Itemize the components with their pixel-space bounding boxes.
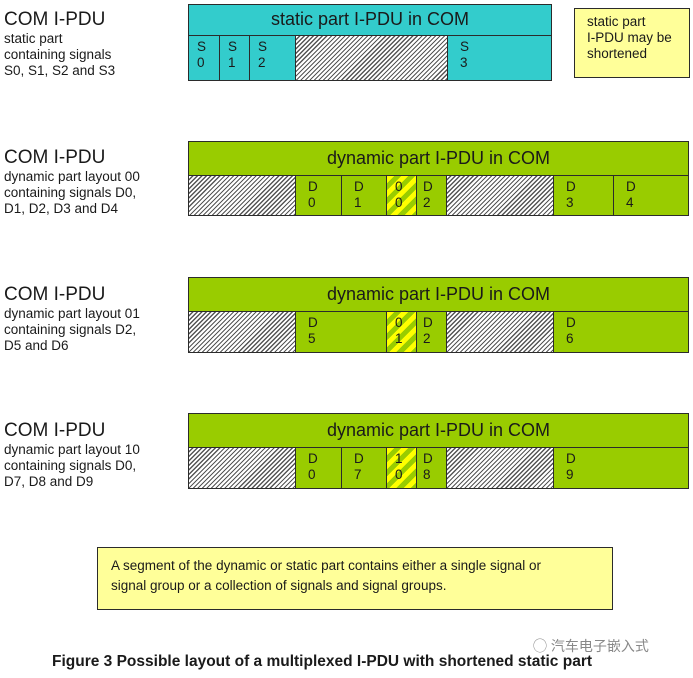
label-line: D1, D2, D3 and D4 xyxy=(4,201,119,216)
label-title: COM I-PDU xyxy=(4,147,106,168)
label-line: D7, D8 and D9 xyxy=(4,474,94,489)
dynamic-pdu-header: dynamic part I-PDU in COM xyxy=(189,278,688,312)
dynamic-row-10-label: COM I-PDU dynamic part layout 10 contain… xyxy=(4,420,140,490)
watermark: ◯ 汽车电子嵌入式 xyxy=(533,638,649,654)
unused-hatched-cell xyxy=(189,448,295,488)
dynamic-pdu-header: dynamic part I-PDU in COM xyxy=(189,414,688,448)
label-line: D5 and D6 xyxy=(4,338,69,353)
label-title: COM I-PDU xyxy=(4,420,106,441)
wechat-icon: ◯ xyxy=(533,638,547,654)
dynamic-row-00-label: COM I-PDU dynamic part layout 00 contain… xyxy=(4,147,140,217)
unused-hatched-cell xyxy=(446,312,553,352)
label-line: containing signals D0, xyxy=(4,185,137,200)
unused-hatched-cell xyxy=(446,448,553,488)
unused-hatched-cell xyxy=(295,36,447,80)
static-row-label: COM I-PDU static part containing signals… xyxy=(4,9,115,79)
label-title: COM I-PDU xyxy=(4,284,106,305)
label-line: S0, S1, S2 and S3 xyxy=(4,63,116,78)
dynamic-row-01-label: COM I-PDU dynamic part layout 01 contain… xyxy=(4,284,140,354)
label-line: dynamic part layout 00 xyxy=(4,169,140,184)
unused-hatched-cell xyxy=(189,176,295,215)
figure-caption: Figure 3 Possible layout of a multiplexe… xyxy=(52,653,593,670)
dynamic-pdu-header: dynamic part I-PDU in COM xyxy=(189,142,688,176)
label-line: containing signals xyxy=(4,47,112,62)
label-line: dynamic part layout 01 xyxy=(4,306,140,321)
segment-note: A segment of the dynamic or static part … xyxy=(97,547,613,610)
label-line: containing signals D0, xyxy=(4,458,137,473)
unused-hatched-cell xyxy=(446,176,553,215)
label-line: dynamic part layout 10 xyxy=(4,442,140,457)
static-pdu-header: static part I-PDU in COM xyxy=(189,5,551,36)
label-line: containing signals D2, xyxy=(4,322,137,337)
shortened-note: static part I-PDU may be shortened xyxy=(574,8,690,78)
label-title: COM I-PDU xyxy=(4,9,106,30)
unused-hatched-cell xyxy=(189,312,295,352)
label-line: static part xyxy=(4,31,63,46)
